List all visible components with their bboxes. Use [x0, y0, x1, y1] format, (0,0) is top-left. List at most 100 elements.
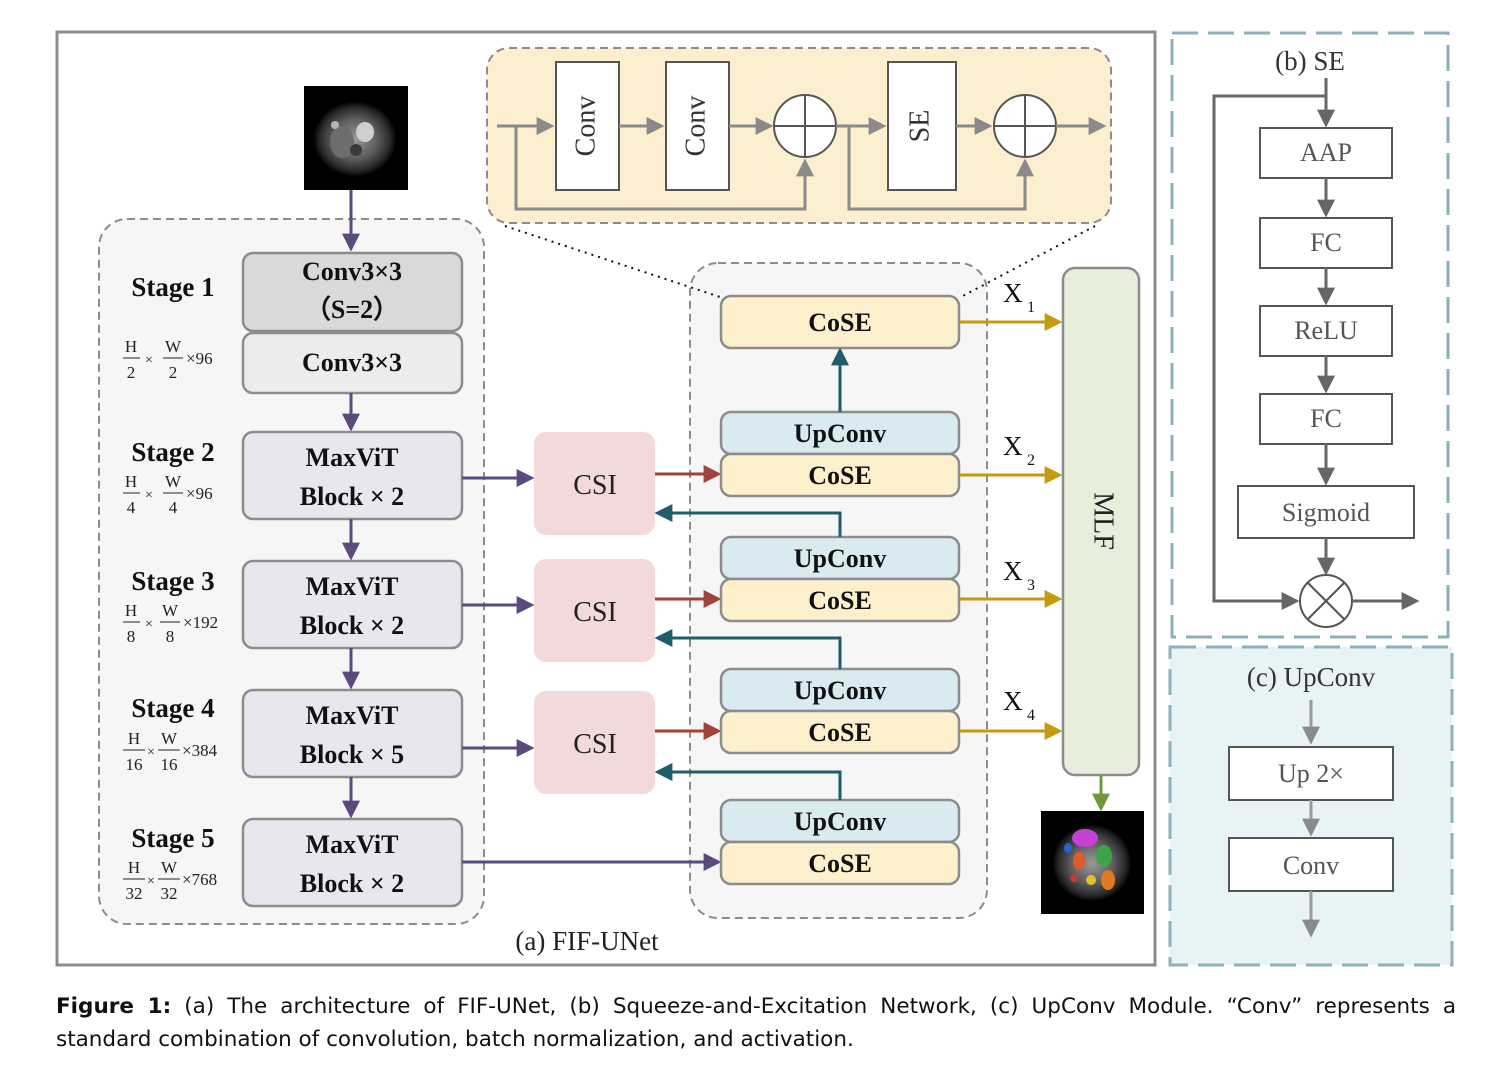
svg-text:1: 1: [1027, 299, 1035, 316]
svg-text:32: 32: [126, 884, 143, 903]
svg-text:W: W: [165, 337, 182, 356]
stage-3-dim: H 8 × W 8 ×192: [123, 601, 218, 646]
stage-3-maxvit-block: MaxViT Block × 2: [241, 559, 464, 650]
cose-block-2: CoSE: [719, 452, 961, 498]
stage-4-title: Stage 4: [131, 693, 214, 723]
svg-text:×96: ×96: [186, 349, 213, 368]
stage-5-dim: H 32 × W 32 ×768: [123, 858, 217, 903]
svg-text:16: 16: [161, 755, 178, 774]
detail-add-2: [993, 94, 1057, 158]
svg-text:H: H: [125, 337, 137, 356]
svg-text:ReLU: ReLU: [1294, 316, 1358, 345]
upconv-2-to-csi-1-arrow: [654, 504, 842, 537]
cose-block-3: CoSE: [719, 577, 961, 623]
svg-text:FC: FC: [1310, 228, 1342, 257]
svg-text:×: ×: [145, 617, 153, 632]
caption-label: Figure 1:: [56, 994, 172, 1019]
svg-text:4: 4: [169, 498, 178, 517]
svg-text:X: X: [1003, 431, 1023, 461]
svg-text:MaxViT: MaxViT: [306, 443, 399, 472]
stage-3-title: Stage 3: [131, 566, 214, 596]
x3-label: X 3: [1003, 556, 1035, 594]
svg-text:Up 2×: Up 2×: [1278, 759, 1344, 788]
upconv-block-3: UpConv: [719, 667, 961, 713]
stage-1-conv-block: Conv3×3: [241, 331, 464, 395]
stage-4-dim: H 16 × W 16 ×384: [123, 729, 218, 774]
svg-text:8: 8: [127, 627, 136, 646]
panel-b-frame: [1170, 31, 1450, 639]
se-sigmoid-block: [1237, 485, 1415, 539]
mlf-block: MLF: [1061, 266, 1141, 777]
svg-text:×192: ×192: [183, 613, 218, 632]
stage-1-conv-label: Conv3×3: [302, 257, 402, 286]
svg-text:MLF: MLF: [1088, 492, 1119, 550]
svg-text:UpConv: UpConv: [794, 419, 886, 448]
svg-text:W: W: [162, 601, 179, 620]
upconv-up2x-block: [1228, 746, 1394, 801]
stage-2-maxvit-block: MaxViT Block × 2: [241, 430, 464, 521]
se-flow: AAP FC ReLU FC Sigmoid: [1212, 78, 1420, 628]
svg-text:W: W: [165, 472, 182, 491]
svg-text:SE: SE: [904, 110, 935, 143]
stage-4-maxvit-block: MaxViT Block × 5: [241, 688, 464, 779]
detail-conv-2: [665, 61, 730, 191]
svg-text:X: X: [1003, 556, 1023, 586]
svg-text:32: 32: [161, 884, 178, 903]
svg-text:CSI: CSI: [573, 729, 617, 760]
svg-text:H: H: [128, 858, 140, 877]
stage-1-conv2-label: Conv3×3: [302, 348, 402, 377]
svg-text:2: 2: [127, 363, 136, 382]
svg-text:Block × 2: Block × 2: [300, 482, 404, 511]
svg-text:CoSE: CoSE: [808, 461, 872, 490]
svg-text:W: W: [161, 729, 178, 748]
svg-text:Block × 5: Block × 5: [300, 740, 404, 769]
csi-block-2: CSI: [534, 559, 655, 662]
cose-block-1: CoSE: [719, 294, 961, 350]
figure-caption: Figure 1: (a) The architecture of FIF-UN…: [56, 990, 1456, 1056]
stage-2-title: Stage 2: [131, 437, 214, 467]
detail-conv-1: [555, 61, 620, 191]
stage-1-conv-stride-block: Conv3×3 （S=2）: [241, 251, 464, 333]
se-fc-block-1: [1259, 217, 1393, 269]
panel-c-label: (c) UpConv: [1247, 662, 1376, 692]
panel-b-label: (b) SE: [1275, 46, 1345, 76]
svg-text:CoSE: CoSE: [808, 718, 872, 747]
svg-text:×: ×: [145, 488, 153, 503]
panel-a-frame: [55, 30, 1157, 967]
stage-2-dim: H 4 × W 4 ×96: [123, 472, 213, 517]
svg-text:Block × 2: Block × 2: [300, 611, 404, 640]
svg-text:CSI: CSI: [573, 470, 617, 501]
svg-text:MaxViT: MaxViT: [306, 830, 399, 859]
stage-1-title: Stage 1: [131, 272, 214, 302]
upconv-4-to-csi-3-arrow: [654, 763, 842, 800]
stage-5-title: Stage 5: [131, 823, 214, 853]
svg-text:CoSE: CoSE: [808, 308, 872, 337]
svg-text:3: 3: [1027, 577, 1035, 594]
upconv-3-to-csi-2-arrow: [654, 629, 842, 669]
svg-text:16: 16: [126, 755, 143, 774]
svg-text:W: W: [161, 858, 178, 877]
cose-block-5: CoSE: [719, 840, 961, 886]
csi-block-3: CSI: [534, 691, 655, 794]
detail-se: [887, 61, 957, 191]
x4-label: X 4: [1003, 686, 1035, 724]
svg-text:H: H: [125, 472, 137, 491]
svg-text:×: ×: [145, 353, 153, 368]
svg-text:×768: ×768: [182, 870, 217, 889]
svg-text:4: 4: [1027, 707, 1035, 724]
svg-text:×96: ×96: [186, 484, 213, 503]
upconv-flow: Up 2× Conv: [1228, 700, 1394, 938]
se-relu-block: [1259, 305, 1393, 357]
svg-text:Sigmoid: Sigmoid: [1282, 498, 1370, 527]
upconv-block-1: UpConv: [719, 410, 961, 456]
svg-text:2: 2: [1027, 452, 1035, 469]
svg-text:CoSE: CoSE: [808, 586, 872, 615]
svg-text:X: X: [1003, 686, 1023, 716]
svg-text:8: 8: [166, 627, 175, 646]
svg-text:X: X: [1003, 278, 1023, 308]
cose-block-4: CoSE: [719, 709, 961, 755]
upconv-block-4: UpConv: [719, 798, 961, 844]
svg-text:×: ×: [147, 874, 155, 889]
stage-5-maxvit-block: MaxViT Block × 2: [241, 817, 464, 908]
